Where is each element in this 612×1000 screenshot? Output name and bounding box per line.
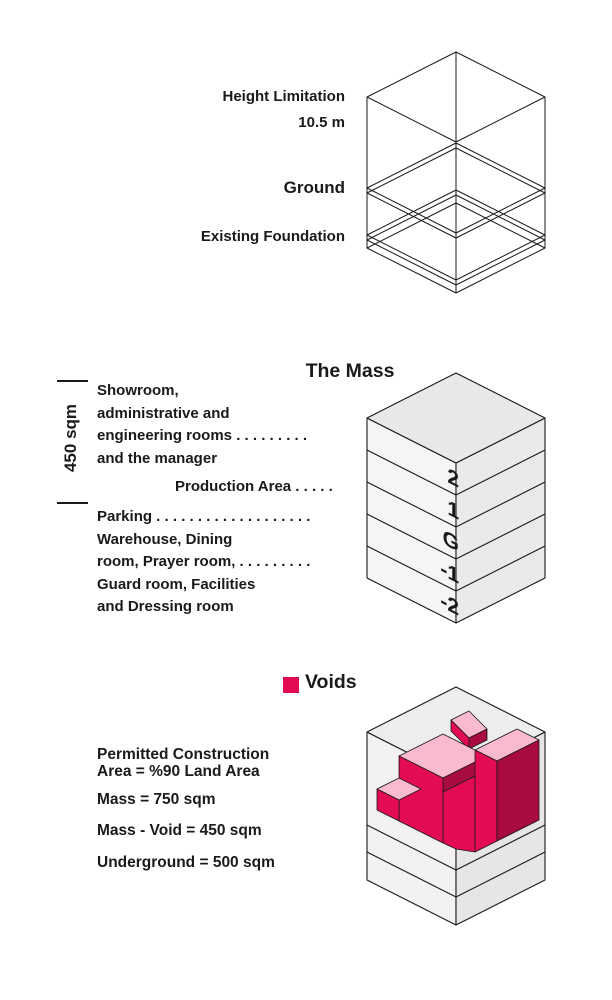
dimension-label-450sqm: 450 sqm	[61, 403, 80, 473]
void-castle	[377, 711, 539, 852]
void-mid-tower-right-face	[469, 729, 487, 749]
mass-floor-lines	[367, 450, 545, 591]
dimension-bracket-top	[57, 380, 88, 382]
void-right-tower-right-face	[497, 740, 539, 841]
foundation-label: Existing Foundation	[200, 228, 345, 245]
floor-label-2: 2	[447, 463, 459, 492]
void-ledge-left-face	[377, 789, 399, 821]
annotation-line: and the manager	[97, 449, 218, 467]
ground-slab-top	[367, 143, 545, 233]
mass-top-face	[367, 373, 545, 463]
floor-label-g: G	[443, 525, 459, 557]
ground-slab-bottom	[367, 148, 545, 238]
annotation-line: Guard room, Facilities	[97, 575, 256, 593]
foundation-slab-top	[367, 190, 545, 280]
stat-underground: Underground = 500 sqm	[97, 854, 275, 871]
annotation-line: engineering rooms . . . . . . . . .	[97, 427, 308, 445]
stat-permitted-line2: Area = %90 Land Area	[97, 763, 260, 780]
stat-permitted-line1: Permitted Construction	[97, 746, 270, 763]
stat-mass: Mass = 750 sqm	[97, 791, 216, 808]
mass-title: The Mass	[305, 360, 395, 382]
annotation-line-production: Production Area . . . . .	[175, 478, 333, 496]
ground-label: Ground	[283, 178, 345, 197]
annotation-line: administrative and	[97, 404, 230, 422]
site-bottom-face	[367, 203, 545, 293]
annotation-line-parking: Parking . . . . . . . . . . . . . . . . …	[97, 507, 311, 525]
annotation-line: and Dressing room	[97, 598, 234, 616]
void-right-tower-left-face	[475, 750, 497, 852]
mass-isometric-stack: 2 1 G -1 -2	[350, 365, 562, 635]
height-value-label: 10.5 m	[298, 114, 345, 131]
mass-annotations: Showroom, administrative and engineering…	[97, 380, 359, 619]
annotation-line: room, Prayer room, . . . . . . . . .	[97, 553, 311, 571]
annotation-line: Warehouse, Dining	[97, 530, 233, 548]
annotation-line: Showroom,	[97, 382, 179, 399]
underground-slab-lines	[367, 825, 545, 897]
floor-label-m1: -1	[440, 556, 459, 589]
voids-isometric-model	[350, 675, 562, 940]
voids-legend-swatch	[283, 677, 299, 693]
floor-label-1: 1	[447, 495, 459, 524]
height-limitation-label: Height Limitation	[222, 88, 346, 105]
stat-mass-void: Mass - Void = 450 sqm	[97, 822, 262, 839]
site-isometric-wireframe	[350, 40, 562, 305]
dimension-bracket-bottom	[57, 502, 88, 504]
foundation-slab-bottom	[367, 195, 545, 285]
voids-title: Voids	[305, 671, 357, 693]
floor-label-m2: -2	[440, 588, 459, 621]
